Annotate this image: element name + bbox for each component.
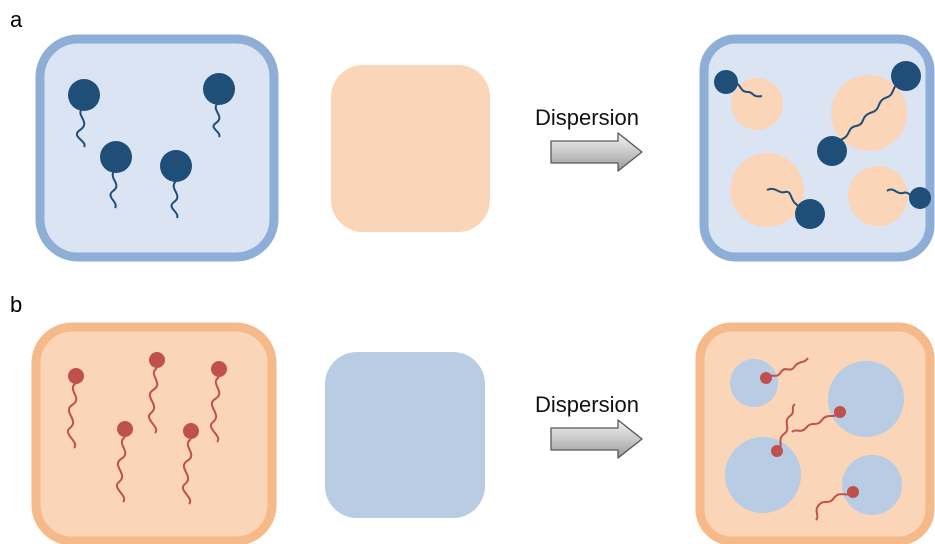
- oil-phase-block: [331, 65, 490, 232]
- dispersion-label: Dispersion: [535, 105, 639, 130]
- oil-droplet: [848, 166, 908, 226]
- water-droplet: [730, 359, 778, 407]
- water-phase-block: [325, 352, 485, 518]
- dispersion-arrow: Dispersion: [535, 105, 642, 171]
- panel-b-oil-container: [36, 327, 272, 541]
- panel-b-label: b: [10, 292, 22, 317]
- dispersion-arrow: Dispersion: [535, 392, 642, 458]
- panel-a-label: a: [10, 7, 23, 32]
- dispersion-label: Dispersion: [535, 392, 639, 417]
- water-droplet: [842, 455, 902, 515]
- panel-b-emulsion-container: [700, 327, 930, 541]
- hydrophilic-surfactant: [817, 136, 847, 166]
- panel-a-water-container: [40, 39, 274, 257]
- water-droplet: [828, 361, 904, 437]
- water-droplet: [725, 437, 801, 513]
- panel-a-emulsion-container: [704, 39, 931, 257]
